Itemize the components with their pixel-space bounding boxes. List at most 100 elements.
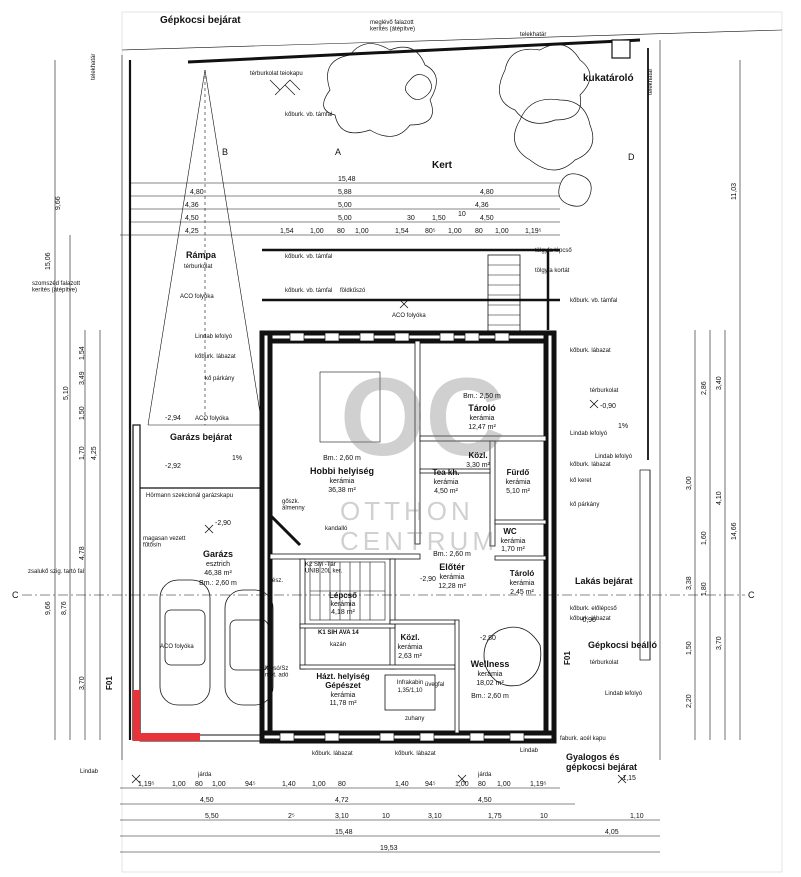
room-corridor2-finish: kerámia — [398, 644, 423, 651]
rubble-plinth-label-6: kőburk. lábazat — [570, 616, 611, 622]
lindab-right-label: Lindab — [520, 748, 539, 754]
dim-top-r4-2: 1,00 — [310, 228, 324, 235]
room-wc-name: WC — [503, 527, 517, 536]
rubble-plinth-label-5: kőburk. lábazat — [395, 751, 436, 757]
dim-top-r4-0: 4,25 — [185, 228, 199, 235]
elev-090-b: -0,90 — [580, 617, 596, 624]
room-garage-height: Bm.: 2,60 m — [199, 580, 237, 587]
room-labels: Garázs esztrich 46,38 m² Bm.: 2,60 m Hob… — [199, 393, 534, 707]
room-wellness-height: Bm.: 2,60 m — [471, 693, 509, 700]
room-wc-area: 1,70 m² — [501, 546, 525, 553]
room-garage-name: Garázs — [203, 549, 233, 559]
dim-top-r4-1: 1,54 — [280, 228, 294, 235]
dim-b-r1-3: 1,00 — [212, 781, 226, 788]
dim-l-8: 1,70 — [79, 446, 86, 460]
elev-290-hall: -2,90 — [420, 576, 436, 583]
dims-right: 11,03 3,40 2,86 4,10 3,00 1,60 14,66 3,3… — [686, 60, 741, 740]
dim-r-0: 11,03 — [731, 183, 738, 200]
garden-label: Kert — [432, 160, 453, 171]
vapor-label: gőszk.álmenny — [282, 499, 305, 512]
dim-b-r1-7: 80 — [338, 781, 346, 788]
room-hall-height: Bm.: 2,60 m — [433, 551, 471, 558]
downspout-label-2: Lindab lefolyó — [570, 431, 608, 437]
dim-l-1: 15,06 — [45, 252, 52, 270]
garden-stair — [487, 254, 521, 336]
dim-b-r1-1: 1,00 — [172, 781, 186, 788]
dim-l-9: 9,66 — [45, 601, 52, 615]
room-stair-finish: kerámia — [331, 601, 356, 608]
room-hobby-area: 36,38 m² — [328, 487, 356, 494]
downspout-label-1: Lindab lefolyó — [195, 334, 233, 340]
room-stair-name: Lépcső — [329, 591, 357, 600]
dim-b-r3-5: 1,75 — [488, 813, 502, 820]
room-storage-name: Tároló — [468, 403, 496, 413]
section-c-right: C — [748, 590, 755, 600]
dim-r-5: 1,60 — [701, 531, 708, 545]
dim-b-r2-2: 4,50 — [478, 797, 492, 804]
aco-label-3: ACO folyóka — [195, 416, 229, 422]
elev-280: -2,80 — [480, 635, 496, 642]
top-garage-entry: Gépkocsi bejárat — [160, 15, 241, 26]
dim-top-overall: 15,48 — [338, 176, 356, 183]
car-paving-label: térburkolat — [590, 660, 619, 666]
dim-b-r4-0: 15,48 — [335, 829, 353, 836]
dim-b-r3-4: 3,10 — [428, 813, 442, 820]
elev-090: -0,90 — [600, 403, 616, 410]
room-storage-area: 12,47 m² — [468, 424, 496, 431]
dim-b-r1-0: 1,19⁵ — [138, 781, 155, 788]
oak-stair-label: tölgyfa lépcső — [535, 248, 572, 254]
dim-top-r4-6: 80⁵ — [425, 228, 436, 235]
property-line-top-label: telekhatár — [520, 32, 546, 38]
dim-r-11: 2,20 — [686, 694, 693, 708]
ramp-label: Rámpa — [186, 250, 217, 260]
dim-b-overall: 19,53 — [380, 845, 398, 852]
room-stair-area: 4,18 m² — [331, 609, 355, 616]
dim-l-12: 3,70 — [79, 676, 86, 690]
paving-right-label: térburkolat — [590, 388, 619, 394]
boiler-label: kazán — [330, 642, 346, 648]
car-parking-label: Gépkocsi beálló — [588, 640, 658, 650]
dim-top-r4-9: 1,00 — [495, 228, 509, 235]
elev-292: -2,92 — [165, 463, 181, 470]
room-corridor2-name: Közl. — [400, 633, 419, 642]
dim-b-r3-7: 1,10 — [630, 813, 644, 820]
house-walls — [259, 330, 557, 744]
dim-b-r2-0: 4,50 — [200, 797, 214, 804]
bottom-windows — [279, 732, 525, 742]
dim-b-r3-3: 10 — [382, 813, 390, 820]
dim-top-r1-0: 4,80 — [190, 189, 204, 196]
room-corridor2-area: 2,63 m² — [398, 653, 422, 660]
room-corridor-name: Közl. — [468, 451, 487, 460]
dim-top-r3-5: 4,50 — [480, 215, 494, 222]
dim-l-2: 5,10 — [63, 386, 70, 400]
stone-sill-label-2: kő párkány — [570, 502, 599, 508]
f01-left: F01 — [105, 676, 114, 690]
rubble-wall-label-4: kőburk. vb. támfal — [570, 298, 617, 304]
rubble-wall-label-1: kőburk. vb. támfal — [285, 112, 332, 118]
bin-wall — [611, 39, 631, 59]
room-garage-area: 46,38 m² — [204, 570, 232, 577]
downspout-label-3: Lindab lefolyó — [595, 454, 633, 460]
sidewalk-right-label: járda — [477, 772, 492, 778]
dim-top-r4-10: 1,19⁵ — [525, 228, 542, 235]
dim-b-r1-2: 80 — [195, 781, 203, 788]
dim-b-r1-6: 1,00 — [312, 781, 326, 788]
stone-frame-label: kő keret — [570, 478, 592, 484]
dim-top-r1-2: 4,80 — [480, 189, 494, 196]
rubble-wall-label-2: kőburk. vb. támfal — [285, 254, 332, 260]
dim-r-6: 14,66 — [731, 522, 738, 540]
wellness-tub — [483, 626, 542, 687]
garage-entry-label: Garázs bejárat — [170, 432, 232, 442]
room-storage2-name: Tároló — [510, 569, 535, 578]
dims-top: 15,48 4,80 5,88 4,80 4,36 5,00 4,36 4,50… — [120, 176, 560, 236]
sidewalk-left-label: járda — [197, 772, 212, 778]
dim-l-10: 8,76 — [61, 601, 68, 615]
section-c-left: C — [12, 590, 19, 600]
section-a-label: A — [335, 147, 341, 157]
